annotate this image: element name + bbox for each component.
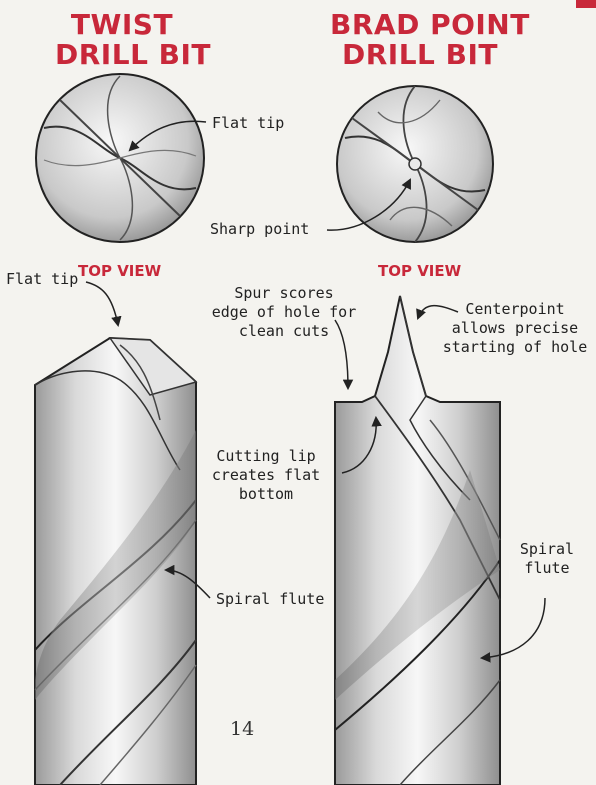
page-number: 14	[230, 718, 254, 740]
twist-top-view-disc	[36, 74, 204, 242]
brad-title: BRAD POINT DRILL BIT	[330, 10, 510, 70]
centerpoint-label-line3: starting of hole	[440, 338, 590, 357]
spiral-flute-brad-label-line1: Spiral	[512, 540, 582, 559]
twist-title-line1: TWIST	[55, 10, 189, 40]
brad-drill-side-view	[335, 296, 500, 785]
brad-top-view-label: TOP VIEW	[378, 262, 461, 280]
spiral-flute-brad-label-line2: flute	[512, 559, 582, 578]
spur-label: Spur scores edge of hole for clean cuts	[200, 284, 368, 341]
twist-top-view-label: TOP VIEW	[78, 262, 161, 280]
twist-title: TWIST DRILL BIT	[55, 10, 189, 70]
spiral-flute-twist-label: Spiral flute	[216, 590, 324, 609]
brad-title-line2: DRILL BIT	[330, 40, 510, 70]
centerpoint-label-line2: allows precise	[440, 319, 590, 338]
twist-title-line2: DRILL BIT	[55, 40, 189, 70]
flat-tip-side-label: Flat tip	[6, 270, 78, 289]
spur-label-line1: Spur scores	[200, 284, 368, 303]
twist-drill-side-view	[35, 338, 196, 785]
leader-flat-tip-side	[86, 282, 118, 325]
spiral-flute-brad-label: Spiral flute	[512, 540, 582, 578]
centerpoint-label: Centerpoint allows precise starting of h…	[440, 300, 590, 357]
spur-label-line3: clean cuts	[200, 322, 368, 341]
flat-tip-top-label: Flat tip	[212, 114, 284, 133]
spur-label-line2: edge of hole for	[200, 303, 368, 322]
brad-title-line1: BRAD POINT	[330, 10, 510, 40]
brad-top-view-disc	[337, 86, 493, 242]
centerpoint-label-line1: Centerpoint	[440, 300, 590, 319]
cutting-lip-label-line1: Cutting lip	[206, 447, 326, 466]
cutting-lip-label-line3: bottom	[206, 485, 326, 504]
cutting-lip-label-line2: creates flat	[206, 466, 326, 485]
sharp-point-label: Sharp point	[210, 220, 309, 239]
cutting-lip-label: Cutting lip creates flat bottom	[206, 447, 326, 504]
